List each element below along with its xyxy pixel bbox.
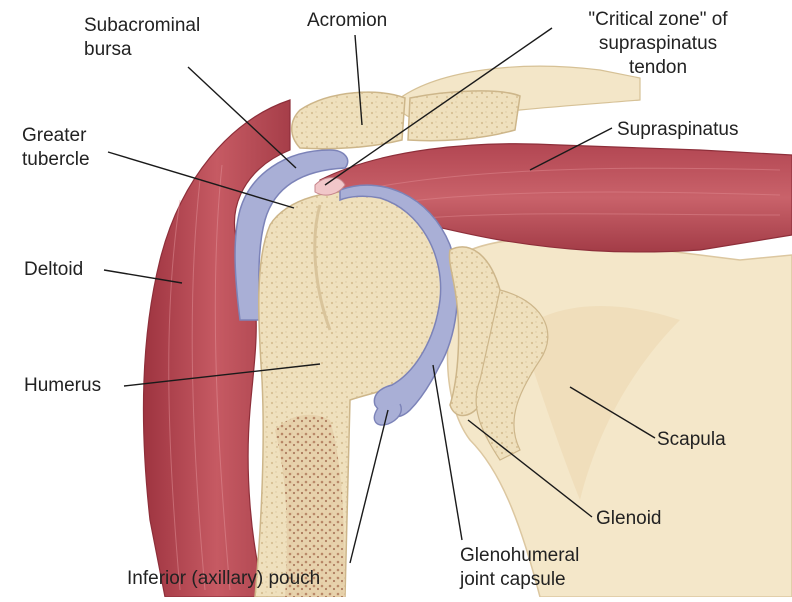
- label-inferior-pouch: Inferior (axillary) pouch: [127, 567, 320, 591]
- label-acromion: Acromion: [307, 9, 387, 33]
- label-glenohumeral-capsule-line1: Glenohumeral: [460, 544, 579, 568]
- label-subacromial-bursa-line1: Subacrominal: [84, 14, 200, 38]
- label-critical-zone-line3: tendon: [548, 56, 768, 80]
- acromion-bone: [292, 92, 405, 149]
- label-critical-zone: "Critical zone" of supraspinatus tendon: [548, 8, 768, 80]
- label-humerus: Humerus: [24, 374, 101, 398]
- label-subacromial-bursa: Subacrominal bursa: [84, 14, 200, 62]
- label-greater-tubercle-line2: tubercle: [22, 148, 90, 172]
- label-critical-zone-line2: supraspinatus: [548, 32, 768, 56]
- label-subacromial-bursa-line2: bursa: [84, 38, 200, 62]
- label-glenoid: Glenoid: [596, 507, 662, 531]
- label-glenohumeral-capsule: Glenohumeral joint capsule: [460, 544, 579, 592]
- label-scapula: Scapula: [657, 428, 726, 452]
- label-deltoid: Deltoid: [24, 258, 83, 282]
- label-greater-tubercle-line1: Greater: [22, 124, 90, 148]
- label-supraspinatus: Supraspinatus: [617, 118, 738, 142]
- humerus-bone: [255, 192, 456, 597]
- label-critical-zone-line1: "Critical zone" of: [548, 8, 768, 32]
- label-glenohumeral-capsule-line2: joint capsule: [460, 568, 579, 592]
- leader-inferior-pouch: [350, 410, 388, 563]
- label-greater-tubercle: Greater tubercle: [22, 124, 90, 172]
